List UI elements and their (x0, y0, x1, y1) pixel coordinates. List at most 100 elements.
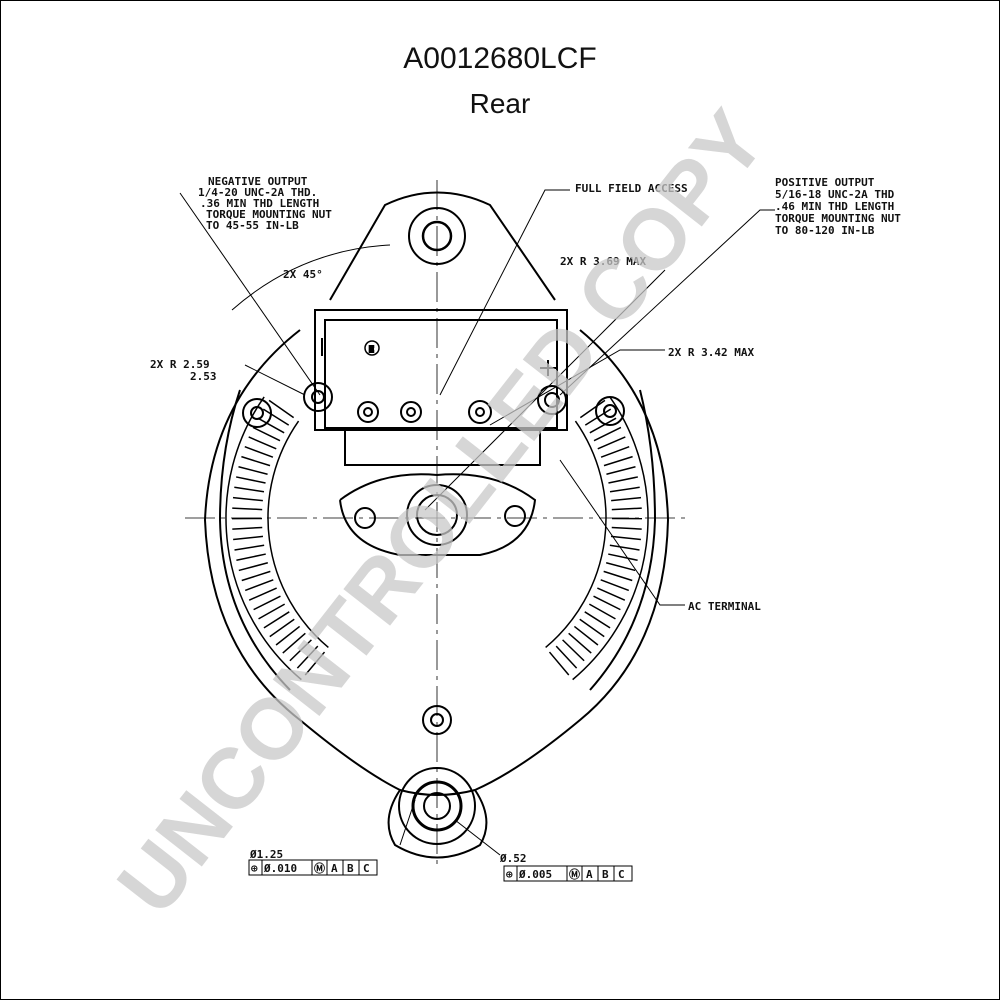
positive-output-line-5: TO 80-120 IN-LB (775, 224, 875, 237)
diameter-125-label: Ø1.25 (249, 848, 283, 861)
radius-259-label: 2X R 2.59 (150, 358, 210, 371)
vent-slot (611, 526, 642, 530)
tol-left-symbol: ⊕ (251, 862, 258, 875)
top-mounting-ear (408, 207, 466, 265)
tol-left-datum-b: B (347, 862, 354, 875)
vent-slot (232, 526, 263, 530)
full-field-access-label: FULL FIELD ACCESS (575, 182, 688, 195)
vent-slot (579, 618, 605, 638)
radius-253-label: 2.53 (190, 370, 217, 383)
vent-arc (225, 396, 329, 681)
tolerance-frame-right-text: ⊕ Ø.005 Ⓜ A B C (506, 867, 625, 881)
negative-output-line-1: NEGATIVE OUTPUT (208, 175, 308, 188)
tol-left-datum-a: A (331, 862, 338, 875)
vent-slot (579, 399, 606, 419)
positive-output-line-1: POSITIVE OUTPUT (775, 176, 875, 189)
negative-output-line-4: TORQUE MOUNTING NUT (206, 208, 332, 221)
tolerance-frame-right (503, 865, 633, 882)
vent-slot (588, 603, 616, 620)
vent-slot (562, 639, 585, 662)
tol-right-modifier: Ⓜ (569, 867, 580, 881)
vent-slot (600, 579, 630, 592)
vent-slot (275, 625, 301, 646)
vent-slot (248, 436, 277, 450)
vent-slot (603, 455, 633, 467)
tol-right-value: Ø.005 (518, 868, 552, 881)
vent-slot (593, 595, 621, 611)
vent-slot (584, 611, 611, 629)
vent-slot (548, 651, 570, 676)
vent-slot (606, 466, 636, 475)
vent-slot (289, 639, 312, 662)
vent-slot (268, 399, 295, 419)
vent-slot (611, 507, 642, 511)
ac-terminal-label: AC TERMINAL (688, 600, 761, 613)
tol-right-datum-b: B (602, 868, 609, 881)
angle-label: 2X 45° (283, 268, 323, 281)
negative-output-line-3: .36 MIN THD LENGTH (200, 197, 319, 210)
vent-slot (568, 632, 592, 654)
right-vent-slots (545, 396, 649, 681)
center-boss (339, 473, 537, 556)
vent-slot (241, 570, 271, 582)
tolerance-frame-left (248, 859, 378, 876)
vent-slot (603, 570, 633, 582)
vent-slot (597, 587, 626, 601)
vent-slot (257, 417, 285, 434)
vent-slot (238, 562, 269, 572)
vent-slot (608, 476, 638, 484)
vent-slot (248, 587, 277, 601)
radius-342-label: 2X R 3.42 MAX (668, 346, 754, 359)
vent-slot (609, 544, 640, 551)
vent-arc (545, 396, 649, 681)
vent-slot (573, 625, 599, 646)
vent-slot (232, 496, 263, 502)
vent-slot (234, 544, 265, 551)
negative-output-line-2: 1/4-20 UNC-2A THD. (198, 186, 317, 199)
positive-output-line-3: .46 MIN THD LENGTH (775, 200, 894, 213)
vent-slot (600, 446, 630, 458)
vent-slot (593, 426, 622, 442)
left-vent-slots (225, 396, 329, 681)
regulator-box: E (314, 309, 568, 466)
vent-slot (282, 632, 306, 654)
vent-slot (608, 553, 638, 561)
radius-369-label: 2X R 3.69 MAX (560, 255, 646, 268)
vent-slot (253, 595, 281, 611)
tol-right-symbol: ⊕ (506, 868, 513, 881)
terminals (242, 382, 625, 735)
positive-output-line-4: TORQUE MOUNTING NUT (775, 212, 901, 225)
vent-slot (304, 651, 326, 676)
alternator-housing (203, 191, 670, 859)
tolerance-frame-left-text: ⊕ Ø.010 Ⓜ A B C (251, 861, 370, 875)
vent-slot (584, 408, 612, 426)
annotation-labels: NEGATIVE OUTPUT 1/4-20 UNC-2A THD. .36 M… (150, 175, 901, 865)
vent-slot (262, 408, 290, 426)
vent-slot (263, 611, 290, 629)
vent-slot (252, 426, 281, 442)
vent-slot (269, 618, 295, 638)
vent-slot (241, 455, 271, 467)
diameter-052-label: Ø.52 (499, 852, 527, 865)
drawing-title: A0012680LCF (403, 42, 597, 75)
vent-slot (232, 507, 263, 511)
watermark: UNCONTROLLED COPY (99, 93, 784, 931)
tol-right-datum-a: A (586, 868, 593, 881)
vent-slot (605, 562, 636, 572)
drawing-subtitle: Rear (469, 88, 531, 119)
vent-slot (238, 466, 268, 475)
vent-slot (555, 645, 578, 669)
tol-left-modifier: Ⓜ (314, 861, 325, 875)
svg-text:E: E (369, 345, 374, 354)
vent-slot (258, 603, 286, 620)
leader-lines (179, 189, 775, 856)
vent-slot (236, 476, 266, 484)
vent-slot (597, 436, 626, 450)
vent-slot (233, 535, 264, 541)
vent-slot (609, 486, 640, 493)
negative-output-line-5: TO 45-55 IN-LB (206, 219, 299, 232)
vent-slot (244, 579, 274, 592)
tol-left-datum-c: C (363, 862, 370, 875)
vent-slot (296, 645, 319, 669)
